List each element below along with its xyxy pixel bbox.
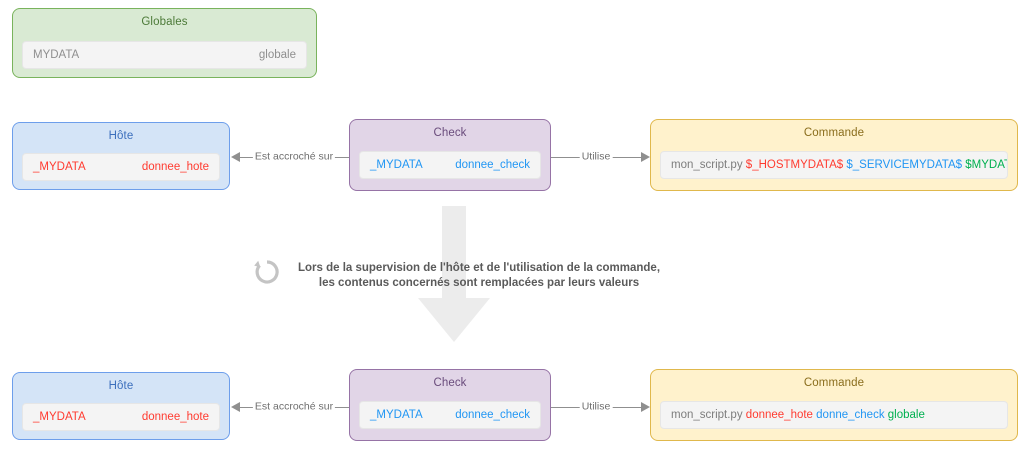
row-value: donnee_hote [141,411,209,423]
note-line-2: les contenus concernés sont remplacées p… [318,277,640,289]
edge-check-hote-bottom-label: Est accroché sur [252,400,336,414]
card-check-bottom-row[interactable]: _MYDATA donnee_check [359,401,541,429]
card-hote-bottom-title: Hôte [108,380,134,392]
card-commande-top-title: Commande [803,127,865,139]
card-check-top-row[interactable]: _MYDATA donnee_check [359,151,541,179]
card-commande-bottom-row[interactable]: mon_script.py donnee_hote donne_check gl… [660,401,1008,429]
command-arg-global: globale [887,409,925,421]
command-script: mon_script.py [671,409,743,421]
row-value: donnee_hote [141,161,209,173]
row-value: donnee_check [455,159,530,171]
card-hote-bottom-row[interactable]: _MYDATA donnee_hote [22,403,220,431]
card-hote-top-title: Hôte [108,130,134,142]
edge-check-hote-top-label: Est accroché sur [252,150,336,164]
edge-check-commande-top-arrowhead [641,152,650,162]
card-check-top[interactable]: Check _MYDATA donnee_check [349,119,551,191]
command-script: mon_script.py [671,159,743,171]
command-arg-host: donnee_hote [745,409,813,421]
big-down-arrow-icon [418,206,490,342]
row-key: _MYDATA [33,411,86,423]
card-globales-row[interactable]: MYDATA globale [22,41,307,69]
card-globales-title: Globales [141,16,188,28]
card-commande-top[interactable]: Commande mon_script.py $_HOSTMYDATA$ $_S… [650,119,1018,191]
card-check-bottom-title: Check [433,377,467,389]
edge-check-commande-top-label: Utilise [579,150,613,164]
note-text: Lors de la supervision de l'hôte et de l… [288,261,670,291]
row-key: _MYDATA [33,161,86,173]
row-key: MYDATA [33,49,80,61]
edge-check-commande-bottom-label: Utilise [579,400,613,414]
edge-check-hote-bottom-arrowhead [231,402,240,412]
command-arg-global: $MYDATA$ [965,159,1007,171]
command-arg-host: $_HOSTMYDATA$ [745,159,844,171]
row-key: _MYDATA [370,409,423,421]
command-arg-service: $_SERVICEMYDATA$ [846,159,963,171]
card-hote-top[interactable]: Hôte _MYDATA donnee_hote [12,122,230,190]
card-globales[interactable]: Globales MYDATA globale [12,8,317,78]
refresh-circle-icon [254,260,279,284]
command-arg-service: donne_check [816,409,885,421]
card-commande-top-row[interactable]: mon_script.py $_HOSTMYDATA$ $_SERVICEMYD… [660,151,1008,179]
card-check-bottom[interactable]: Check _MYDATA donnee_check [349,369,551,441]
edge-check-hote-top-arrowhead [231,152,240,162]
card-commande-bottom-title: Commande [803,377,865,389]
row-key: _MYDATA [370,159,423,171]
card-check-top-title: Check [433,127,467,139]
note-line-1: Lors de la supervision de l'hôte et de l… [297,262,661,274]
row-value: donnee_check [455,409,530,421]
row-value: globale [258,49,296,61]
edge-check-commande-bottom-arrowhead [641,402,650,412]
card-commande-bottom[interactable]: Commande mon_script.py donnee_hote donne… [650,369,1018,441]
card-hote-bottom[interactable]: Hôte _MYDATA donnee_hote [12,372,230,440]
card-hote-top-row[interactable]: _MYDATA donnee_hote [22,153,220,181]
